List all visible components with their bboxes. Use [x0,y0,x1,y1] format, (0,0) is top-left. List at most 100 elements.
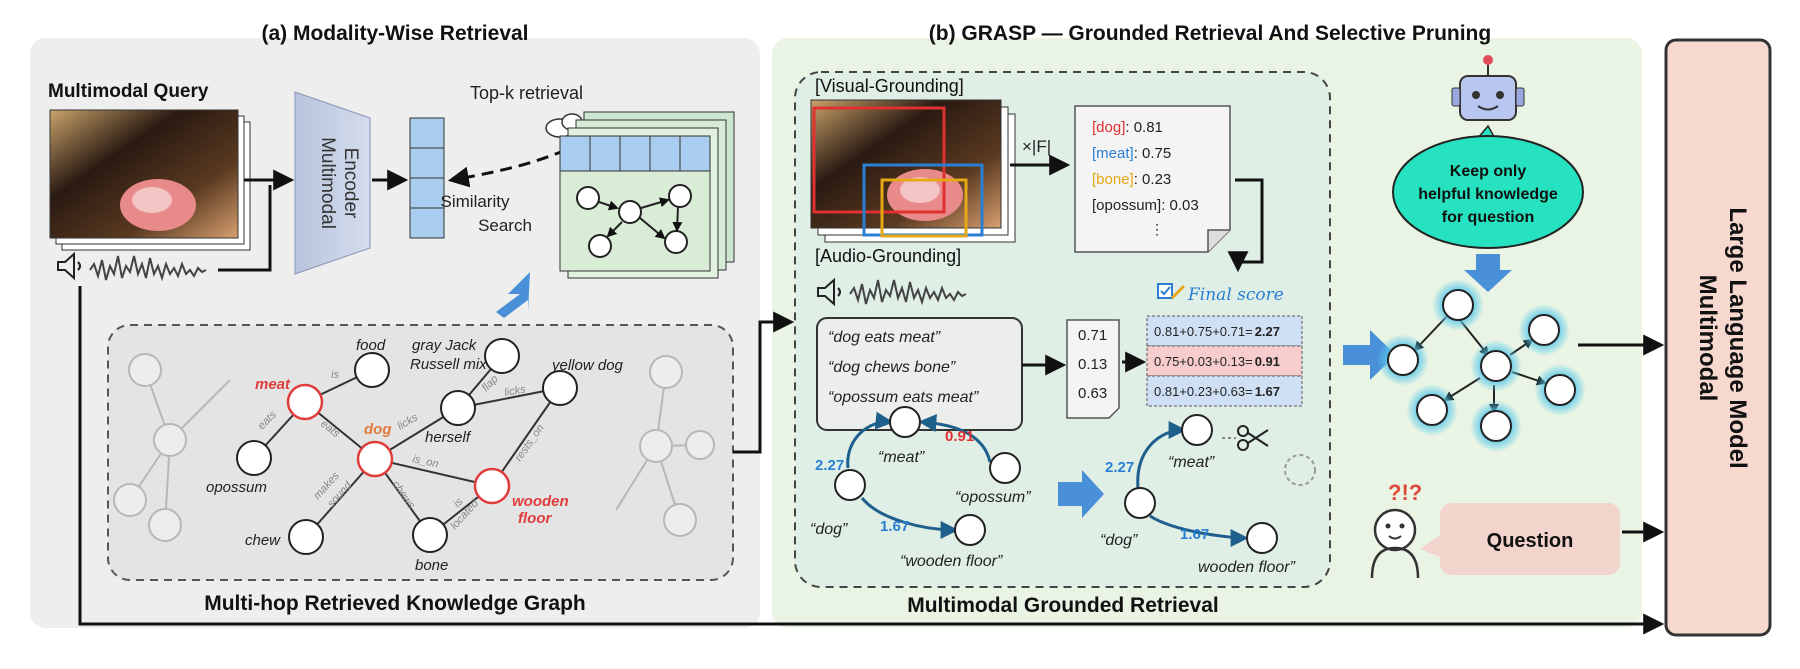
query-to-llm-line [78,286,1665,635]
bubble-down-arrow [1464,254,1512,292]
kg-label-meat: meat [255,376,291,393]
pruning-blue-arrow [1058,470,1104,518]
kg-label-bone: bone [415,557,448,574]
query-image [49,109,251,251]
audio-score-1: 0.13 [1078,356,1107,373]
similarity-label-2: Search [478,216,532,235]
prune-instruction-bubble [1392,124,1584,249]
question-label: Question [1487,530,1574,552]
final-score-row-1: 0.75+0.03+0.13=0.91 [1154,354,1280,369]
similarity-search-arrow [447,148,567,188]
before-weight-1: 2.27 [815,457,844,474]
kg-node-wooden-floor [473,467,511,505]
kg-label-wooden: wooden [512,493,569,510]
triple-0: “dog eats meat” [828,329,941,346]
kg-node-food [354,352,390,388]
kg-label-gray: gray Jack [412,337,478,354]
before-weight-2: 0.91 [945,428,974,445]
query-embedding [409,117,445,239]
kg-label-food: food [356,337,386,354]
final-score-table [1146,315,1303,407]
query-label: Multimodal Query [48,81,209,102]
object-row-3: [opossum]: 0.03 [1092,197,1199,214]
knowledge-graph-database [559,111,735,279]
similarity-label-1: Similarity [441,192,510,211]
scissors-icon [1222,425,1269,451]
kg-edge-is: is [331,369,339,381]
grounding-image [810,99,1016,243]
audio-to-encoder-line [218,185,272,272]
after-label-wooden: wooden floor” [1198,559,1296,576]
multimodal-llm-box [1664,38,1772,637]
kg-edge-licks2: licks [503,383,527,399]
llm-label-1: Multimodal [1694,275,1721,402]
before-label-opossum: “opossum” [955,489,1031,506]
bubble-line-1: Keep only [1450,163,1527,180]
object-row-0: [dog]: 0.81 [1092,119,1163,136]
robot-icon [1451,55,1525,121]
after-weight-3: 1.67 [1180,526,1209,543]
kg-node-gray [484,338,520,374]
panel-b-title: (b) GRASP — Grounded Retrieval And Selec… [929,22,1491,45]
object-row-1: [meat]: 0.75 [1092,145,1171,162]
speaker-icon [57,251,81,281]
visual-grounding-label: [Visual-Grounding] [815,76,964,96]
kg-nodes [236,338,578,555]
panel-a-title: (a) Modality-Wise Retrieval [261,22,528,45]
audio-grounding-label: [Audio-Grounding] [815,246,961,266]
before-label-wooden: “wooden floor” [900,553,1003,570]
final-score-row-0: 0.81+0.75+0.71=2.27 [1154,324,1280,339]
triple-1: “dog chews bone” [828,359,956,376]
kg-to-grasp-arrow [733,311,795,454]
bubble-line-2: helpful knowledge [1418,186,1558,203]
after-weight-1: 2.27 [1105,459,1134,476]
grounded-retrieval-caption: Multimodal Grounded Retrieval [907,594,1219,617]
object-row-2: [bone]: 0.23 [1092,171,1171,188]
kg-node-meat [286,383,324,421]
final-score-row-2: 0.81+0.23+0.63=1.67 [1154,384,1280,399]
kg-node-bone [412,517,448,553]
before-label-meat: “meat” [878,449,925,466]
before-label-dog: “dog” [810,521,848,538]
kg-caption: Multi-hop Retrieved Knowledge Graph [204,592,586,615]
after-label-dog: “dog” [1100,532,1138,549]
final-score-label: Final score [1187,285,1284,305]
kg-label-gray2: Russell mix [410,356,487,373]
faded-graph-right [615,355,715,537]
multimodal-encoder [294,91,371,275]
audio-score-0: 0.71 [1078,327,1107,344]
pruned-knowledge-graph [1377,279,1586,452]
kg-edge-is-on: is_on [411,453,439,470]
audio-score-note [1066,319,1120,419]
audio-score-2: 0.63 [1078,385,1107,402]
llm-label-2: Large Language Model [1724,207,1751,468]
triple-2: “opossum eats meat” [828,389,979,406]
kg-label-floor: floor [518,510,552,527]
encoder-label-1: Multimodal [317,137,338,229]
grounding-waveform [849,279,967,306]
person-icon: ?!? [1370,480,1422,579]
bubble-line-3: for question [1442,209,1534,226]
kg-label-opossum: opossum [206,479,267,496]
topk-label: Top-k retrieval [470,83,583,103]
question-box [1420,503,1620,575]
kg-label-herself: herself [425,429,472,446]
kg-node-herself [440,390,476,426]
final-score-icon [1157,283,1186,300]
faded-graph-left [113,353,231,542]
kg-node-opossum [236,440,272,476]
kg-label-chew: chew [245,532,281,549]
kg-node-dog [356,440,394,478]
vertical-ellipsis: ⋮ [1150,221,1164,237]
kg-label-yellow: yellow dog [551,357,624,374]
graph-before-pruning [834,406,1021,546]
kg-node-yellow-dog [542,370,578,406]
kg-node-chew [288,519,324,555]
svg-text:?!?: ?!? [1388,480,1422,505]
before-weight-3: 1.67 [880,518,909,535]
scores-to-final-arrow [1227,178,1264,273]
times-f-label: ×|F| [1022,137,1051,156]
graph-after-pruning [1124,414,1316,554]
